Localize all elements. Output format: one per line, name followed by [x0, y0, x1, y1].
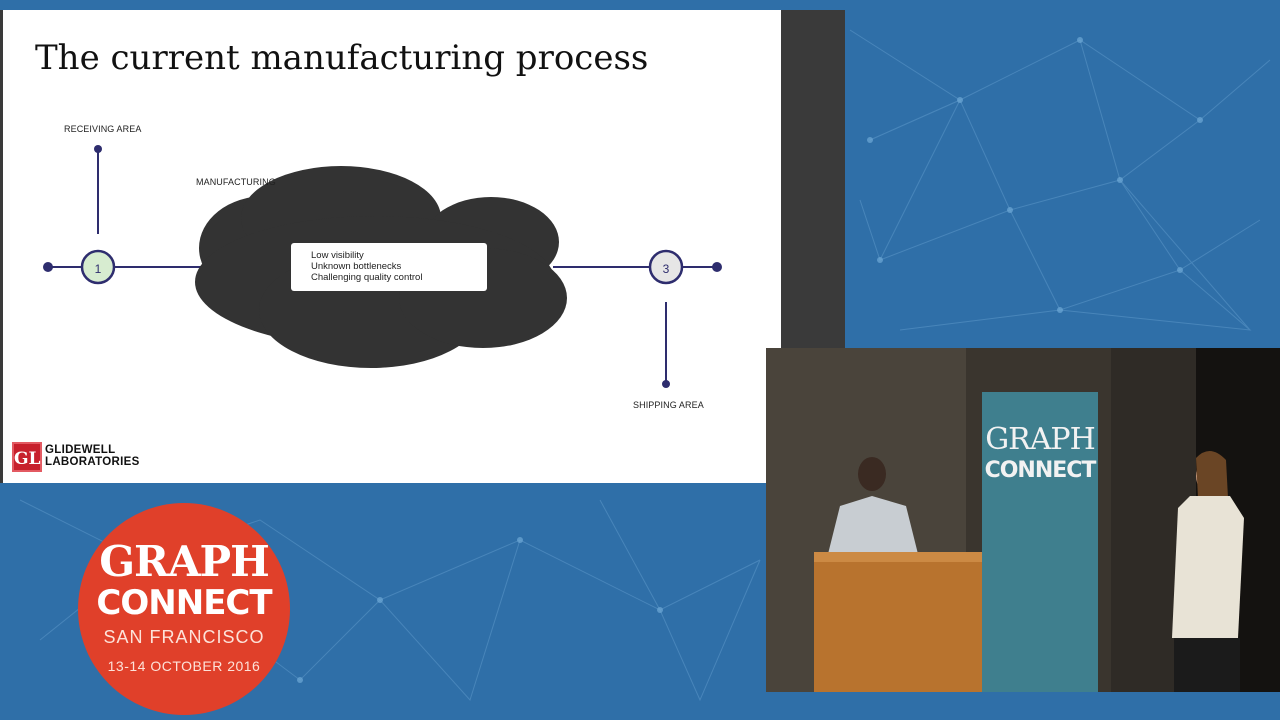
glidewell-logo: GL GLIDEWELL LABORATORIES — [12, 442, 172, 472]
speaker-1-body — [828, 496, 918, 554]
logo-mark: GL — [12, 442, 42, 472]
presentation-slide: The current manufacturing process 1 — [3, 10, 781, 483]
badge-connect: CONNECT — [96, 583, 272, 623]
speaker-2-body — [1172, 496, 1244, 638]
event-badge: GRAPH CONNECT SAN FRANCISCO 13-14 OCTOBE… — [78, 503, 290, 715]
logo-line-1: GLIDEWELL — [45, 444, 116, 456]
step-1-label: 1 — [94, 262, 102, 276]
logo-line-2: LABORATORIES — [45, 456, 140, 468]
issue-item: Challenging quality control — [311, 272, 423, 283]
speaker-1-head — [858, 457, 886, 491]
graphconnect-banner: GRAPH CONNECT — [982, 392, 1098, 692]
banner-connect: CONNECT — [984, 458, 1097, 483]
receiving-dot — [94, 145, 102, 153]
issue-item: Low visibility — [311, 250, 364, 261]
logo-text: GLIDEWELL LABORATORIES — [45, 444, 140, 468]
step-3-node — [648, 249, 684, 285]
slide-title: The current manufacturing process — [35, 38, 649, 78]
manufacturing-label: MANUFACTURING — [196, 177, 276, 187]
shipping-area-label: SHIPPING AREA — [633, 400, 704, 410]
speaker-video: GRAPH CONNECT — [766, 348, 1280, 692]
badge-dates: 13-14 OCTOBER 2016 — [107, 658, 261, 674]
step-1-node — [80, 249, 116, 285]
start-dot — [43, 262, 53, 272]
process-line — [48, 150, 717, 382]
banner-graph: GRAPH — [985, 422, 1096, 457]
shipping-dot — [662, 380, 670, 388]
receiving-area-label: RECEIVING AREA — [64, 124, 142, 134]
badge-city: SAN FRANCISCO — [103, 627, 265, 647]
issue-item: Unknown bottlenecks — [311, 261, 402, 272]
issues-box: Low visibility Unknown bottlenecks Chall… — [291, 243, 487, 291]
badge-graph: GRAPH — [99, 537, 270, 586]
podium — [814, 552, 982, 692]
end-dot — [712, 262, 722, 272]
step-3-label: 3 — [662, 262, 670, 276]
